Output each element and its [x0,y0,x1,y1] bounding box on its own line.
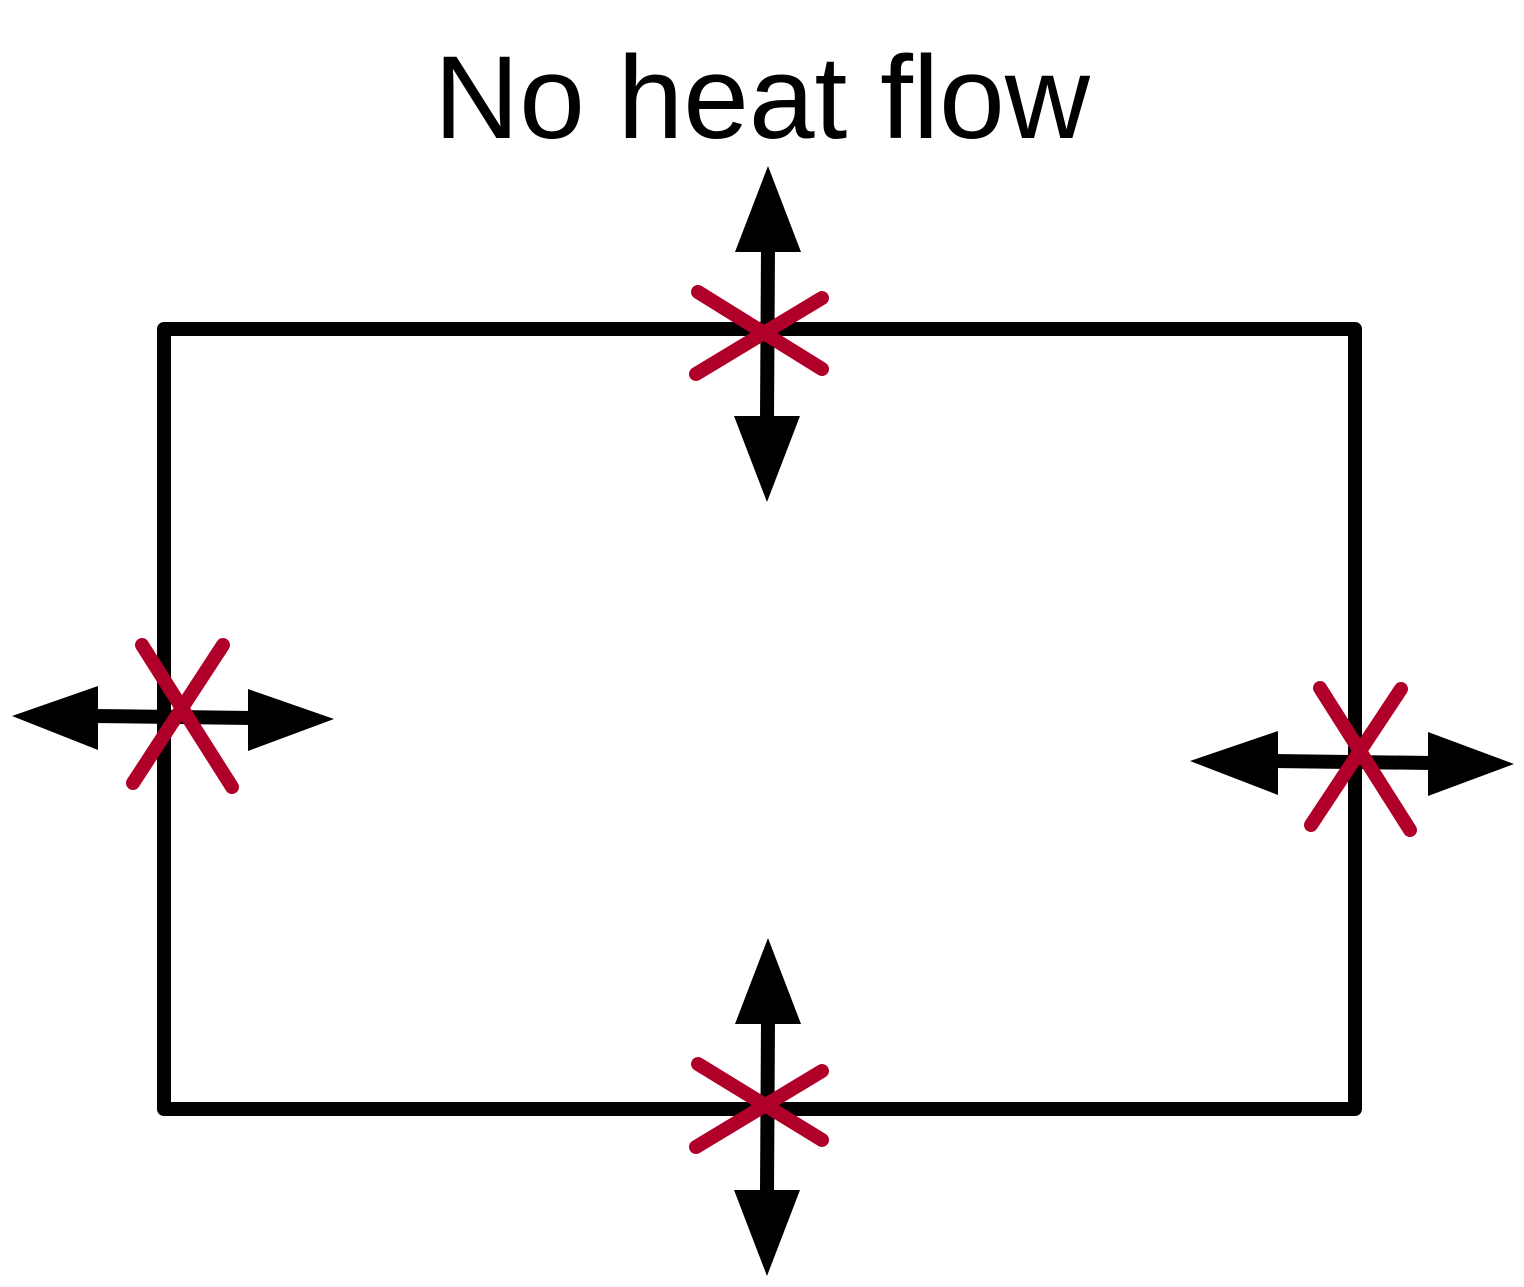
diagram-title: No heat flow [434,32,1090,164]
right-cross-mark-icon [1304,681,1417,837]
bottom-cross-mark-icon [689,1057,829,1154]
left-cross-mark-icon [126,638,239,794]
top-cross-mark-icon [689,285,829,381]
